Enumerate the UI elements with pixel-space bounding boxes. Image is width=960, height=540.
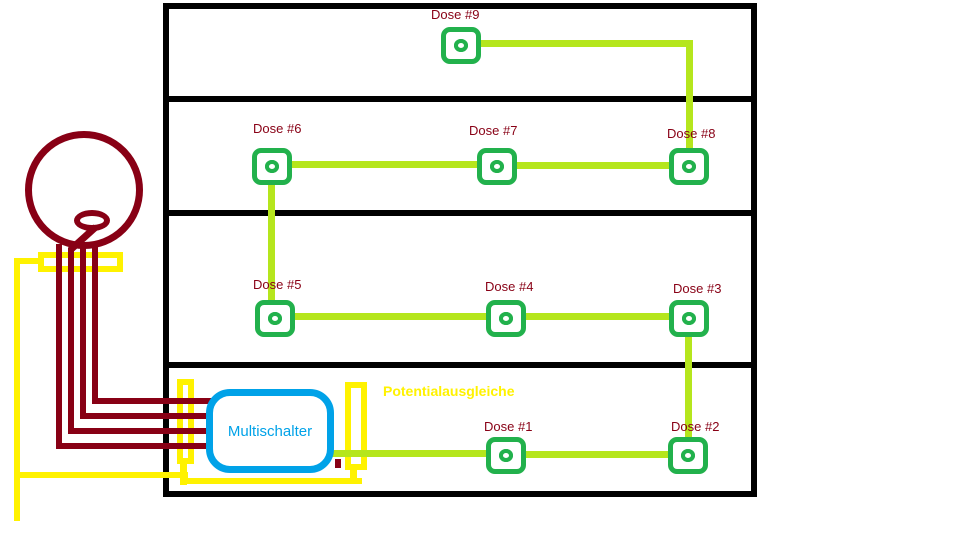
satellite-dish [25, 131, 143, 249]
stray-mark [335, 459, 341, 468]
multiswitch-label: Multischalter [227, 422, 313, 440]
socket-port-icon [682, 312, 696, 325]
dose-label-4: Dose #4 [485, 279, 534, 294]
building-outline [163, 3, 757, 497]
dose-label-1: Dose #1 [484, 419, 533, 434]
dose-box-4 [486, 300, 526, 337]
dose-label-9: Dose #9 [431, 7, 480, 22]
coax-1-horizontal [56, 443, 210, 449]
floor-divider-3 [163, 362, 757, 368]
dose-box-7 [477, 148, 517, 185]
floor-divider-1 [163, 96, 757, 102]
wire-d3-d2-drop [685, 336, 692, 439]
socket-port-icon [490, 160, 504, 173]
bonding-wire-left-stub [14, 258, 40, 264]
bonding-rail-2-drop [350, 466, 357, 484]
dose-box-3 [669, 300, 709, 337]
bonding-label: Potentialausgleiche [383, 383, 515, 399]
socket-port-icon [265, 160, 279, 173]
dose-label-6: Dose #6 [253, 121, 302, 136]
socket-port-icon [499, 449, 513, 462]
multiswitch-box: Multischalter [206, 389, 334, 473]
wire-d6-d5-drop [268, 183, 275, 303]
wire-d9-d8-drop [686, 40, 693, 150]
dose-box-2 [668, 437, 708, 474]
coax-3-horizontal [80, 413, 213, 419]
bonding-rail-1 [177, 379, 194, 464]
bonding-wire-bottom-b [182, 478, 362, 484]
wire-d5-d4 [292, 313, 490, 320]
dose-label-2: Dose #2 [671, 419, 720, 434]
dose-box-8 [669, 148, 709, 185]
dose-box-1 [486, 437, 526, 474]
wire-d4-d3 [522, 313, 672, 320]
socket-port-icon [268, 312, 282, 325]
bonding-wire-vertical [14, 258, 20, 521]
wire-d9-right [479, 40, 693, 47]
coax-4-vertical [92, 247, 98, 404]
socket-port-icon [681, 449, 695, 462]
bonding-wire-bottom-a [14, 472, 188, 478]
coax-2-vertical [68, 248, 74, 434]
dose-label-5: Dose #5 [253, 277, 302, 292]
floor-divider-2 [163, 210, 757, 216]
coax-3-vertical [80, 247, 86, 419]
dose-box-9 [441, 27, 481, 64]
coax-4-horizontal [92, 398, 213, 404]
dose-box-5 [255, 300, 295, 337]
dose-label-8: Dose #8 [667, 126, 716, 141]
wire-d7-d8 [514, 162, 672, 169]
socket-port-icon [682, 160, 696, 173]
dose-label-7: Dose #7 [469, 123, 518, 138]
dose-box-6 [252, 148, 292, 185]
wire-d6-d7 [289, 161, 481, 168]
socket-port-icon [454, 39, 468, 52]
wire-switch-d1 [330, 450, 490, 457]
coax-2-horizontal [68, 428, 213, 434]
coax-1-vertical [56, 244, 62, 449]
wire-d1-d2 [522, 451, 672, 458]
socket-port-icon [499, 312, 513, 325]
dose-label-3: Dose #3 [673, 281, 722, 296]
